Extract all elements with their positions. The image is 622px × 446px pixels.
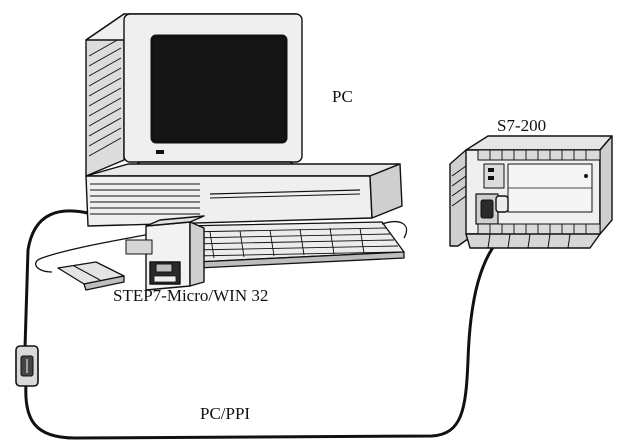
software-label: STEP7-Micro/WIN 32 <box>113 286 269 305</box>
keyboard <box>179 221 408 269</box>
pc-label: PC <box>332 87 353 106</box>
monitor-screen <box>150 34 288 144</box>
cable-segment-pc <box>23 209 94 350</box>
s7-200-label: S7-200 <box>497 116 547 135</box>
cable-plug <box>495 195 509 213</box>
pc-system-unit <box>85 163 403 227</box>
s7-200-plc <box>449 135 613 249</box>
pc-monitor <box>85 13 303 177</box>
monitor-button <box>156 150 164 154</box>
cable-label: PC/PPI <box>200 404 251 423</box>
mouse <box>35 233 151 291</box>
software-package <box>125 215 205 291</box>
cable-converter-box <box>15 345 39 387</box>
